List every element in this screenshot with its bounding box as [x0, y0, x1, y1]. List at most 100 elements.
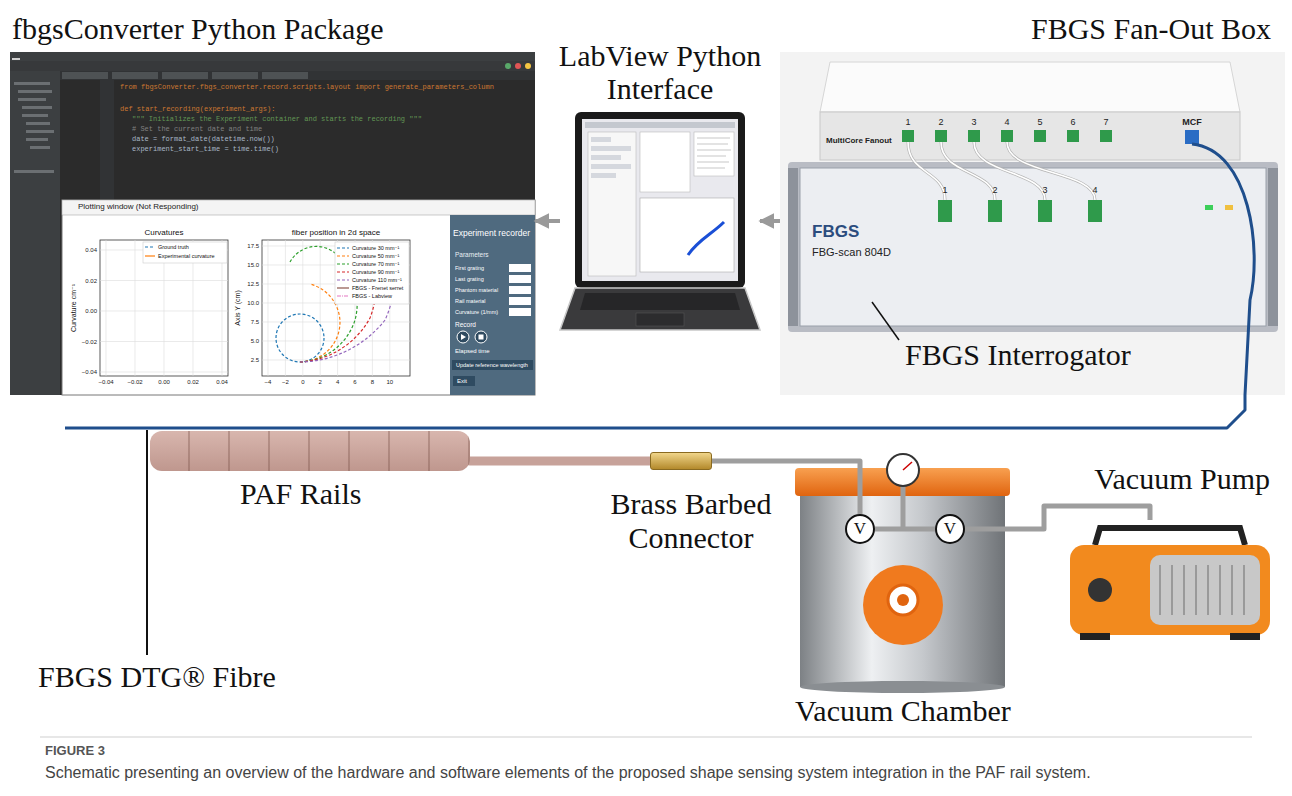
- plot-window-part: [452, 360, 533, 370]
- ide-screenshot-part: [18, 98, 46, 101]
- data-flow-arrow: [760, 219, 780, 223]
- legend-text: Curvature 50 mm⁻¹: [352, 253, 399, 259]
- plot-window-part: [450, 215, 535, 395]
- ide-screenshot-part: [26, 138, 48, 141]
- vacuum-pump-drawing-part: [1095, 528, 1245, 545]
- button-label: Update reference wavelength: [456, 362, 528, 368]
- device-marking: FBG-scan 804D: [812, 246, 891, 258]
- plot-window-part: [337, 255, 349, 256]
- window-title: Plotting window (Not Responding): [78, 203, 199, 212]
- vacuum-pump-drawing-part: [1230, 633, 1260, 640]
- ide-screenshot-part: [30, 146, 50, 149]
- interrogator-photo-part: [1038, 200, 1052, 222]
- part-label: Brass Barbed Connector: [591, 487, 791, 554]
- ide-screenshot-part: [515, 63, 521, 69]
- interrogator-photo-part: [902, 130, 914, 142]
- plot-window-part: [62, 200, 535, 395]
- axis-tick: 0.02: [85, 277, 97, 284]
- ide-screenshot-part: [10, 71, 60, 395]
- plot-window-part: [509, 308, 531, 316]
- vacuum-chamber-drawing-part: [863, 565, 943, 645]
- legend-text: Curvature 70 mm⁻¹: [352, 261, 399, 267]
- port-number: 6: [1070, 117, 1075, 127]
- interrogator-photo-part: [1205, 205, 1213, 210]
- laptop-drawing-part: [591, 164, 631, 169]
- legend-text: Curvature 110 mm⁻¹: [352, 277, 402, 283]
- plot-window-part: [262, 240, 410, 376]
- field-label: Record: [455, 321, 476, 328]
- axis-label: Curvature cm⁻¹: [70, 284, 78, 332]
- plot-window-part: [145, 255, 155, 256]
- interrogator-photo-part: [1268, 168, 1278, 326]
- interrogator-photo-part-part: [908, 142, 1095, 200]
- interrogator-photo-part: [1185, 130, 1199, 144]
- interrogator-photo-part: [872, 302, 899, 340]
- axis-tick: 8: [371, 379, 374, 386]
- laptop-drawing-part: [580, 293, 740, 310]
- ide-screenshot-part: [100, 80, 114, 200]
- plot-window-part: [337, 263, 349, 264]
- laptop-drawing-part: [591, 146, 631, 151]
- vacuum-pump-drawing: [1070, 528, 1270, 640]
- laptop-drawing-part: [591, 155, 621, 160]
- fibre-drawing: [65, 428, 470, 655]
- axis-tick: 0.04: [216, 379, 228, 386]
- plot-window-part: [509, 297, 531, 305]
- axis-tick: 0.00: [85, 308, 97, 315]
- laptop-drawing-part: [585, 122, 735, 128]
- field-label: First grating: [455, 265, 484, 271]
- axis-tick: 0.00: [158, 379, 170, 386]
- valve-symbol: V: [935, 514, 965, 544]
- field-label: Last grating: [455, 276, 484, 282]
- ide-screenshot-part: [162, 72, 208, 79]
- ide-screenshot-part: [14, 82, 50, 85]
- vacuum-chamber-drawing-part: [887, 454, 919, 486]
- vacuum-pump-drawing-part: [1080, 633, 1110, 640]
- laptop-drawing-part: [582, 119, 738, 281]
- ide-screenshot-part: [525, 63, 531, 69]
- interrogator-photo-part: [1100, 130, 1112, 142]
- laptop-drawing: [560, 112, 760, 330]
- laptop-drawing-part: [694, 132, 734, 176]
- vacuum-chamber-drawing-part: [897, 594, 909, 606]
- ide-screenshot-part: [505, 63, 511, 69]
- legend-text: Curvature 90 mm⁻¹: [352, 269, 399, 275]
- port-number: 4: [1092, 185, 1097, 195]
- code-line: def start_recording(experiment_args):: [120, 106, 275, 114]
- laptop-drawing-part: [688, 222, 724, 255]
- plot-window-part: [509, 275, 531, 283]
- part-label: Vacuum Pump: [1094, 462, 1270, 496]
- axis-tick: 5.0: [251, 338, 259, 345]
- laptop-drawing-part: [697, 138, 731, 168]
- vacuum-pump-drawing-part: [1070, 545, 1270, 635]
- axis-tick: −0.02: [82, 338, 97, 345]
- data-flow-arrow: [535, 219, 560, 223]
- plot-window-part: [100, 240, 228, 376]
- axis-tick: 0.04: [85, 247, 97, 254]
- port-number: 3: [1042, 185, 1047, 195]
- plot-window-part: [337, 247, 349, 248]
- port-number: 2: [992, 185, 997, 195]
- axis-tick: −4: [265, 379, 272, 386]
- plot-window-part: [337, 279, 349, 280]
- ide-screenshot-part: [10, 52, 535, 395]
- plot-window-part: [262, 240, 410, 376]
- vacuum-pump: Vacuum Pump: [1070, 520, 1270, 640]
- caption-rule-part: [40, 737, 1252, 738]
- code-line: # Set the current date and time: [132, 126, 262, 134]
- interrogator-photo-part: [820, 62, 1240, 112]
- axis-tick: 10: [386, 379, 393, 386]
- interrogator-photo-part: [820, 112, 1240, 160]
- interrogator-photo-part: [938, 200, 952, 222]
- vacuum-pump-drawing-part: [1150, 555, 1260, 625]
- axis-tick: 6: [353, 379, 356, 386]
- axis-tick: 0.02: [187, 379, 199, 386]
- vacuum-chamber-drawing-part: [903, 462, 912, 470]
- ide-screenshot-part: [112, 72, 158, 79]
- vacuum-hose: [875, 527, 935, 532]
- part-label: Vacuum Chamber: [795, 694, 1011, 728]
- interrogator-photo-part: [1067, 130, 1079, 142]
- ide-screenshot-part: [62, 72, 108, 79]
- code-line: """ Initializes the Experiment container…: [132, 116, 422, 124]
- laptop-drawing-part: [591, 137, 611, 142]
